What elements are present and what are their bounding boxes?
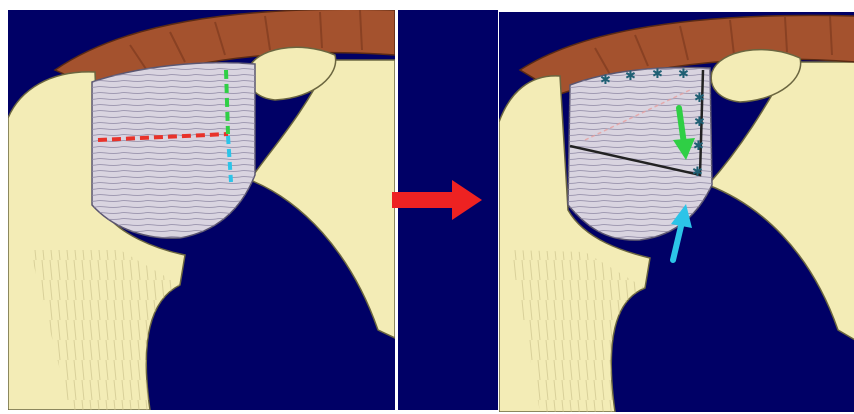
transition-arrow-icon xyxy=(392,10,498,410)
right-panel: ✱ ✱ ✱ ✱ ✱ ✱ ✱ ✱ xyxy=(499,12,854,412)
svg-text:✱: ✱ xyxy=(625,69,636,84)
svg-text:✱: ✱ xyxy=(678,67,689,82)
svg-text:✱: ✱ xyxy=(692,165,703,180)
right-capsule-fibers xyxy=(568,68,712,241)
svg-text:✱: ✱ xyxy=(652,67,663,82)
svg-text:✱: ✱ xyxy=(693,139,704,154)
svg-text:✱: ✱ xyxy=(694,115,705,130)
svg-text:✱: ✱ xyxy=(694,91,705,106)
svg-text:✱: ✱ xyxy=(600,73,611,88)
left-panel xyxy=(8,9,395,410)
